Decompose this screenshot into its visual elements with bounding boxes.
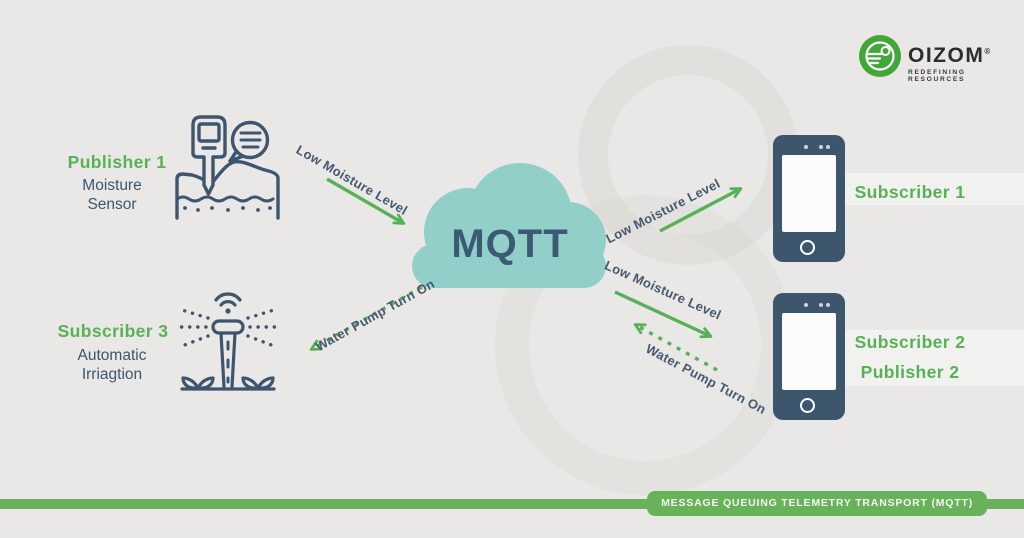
publisher1-title: Publisher 1 [67, 152, 167, 172]
subscriber3-subtitle-line2: Irriagtion [81, 366, 143, 383]
publisher2-title: Publisher 2 [860, 362, 960, 382]
oizom-logo: OIZOM® REDEFINING RESOURCES [858, 34, 1024, 83]
publisher1-subtitle-line1: Moisture [82, 177, 142, 194]
phone-home-button [800, 240, 815, 255]
phone-screen [782, 155, 836, 232]
phone-camera-dot [804, 145, 808, 149]
publisher1-subtitle: Moisture Sensor [42, 176, 182, 214]
phone-sensor-dot [826, 145, 830, 149]
phone-icon [773, 293, 845, 420]
footer-badge: MESSAGE QUEUING TELEMETRY TRANSPORT (MQT… [647, 491, 987, 516]
sprinkler-icon [174, 292, 282, 391]
registered-mark: ® [984, 47, 992, 56]
oizom-wind-icon [859, 35, 901, 77]
brand-name: OIZOM® [908, 44, 992, 67]
subscriber3-title: Subscriber 3 [57, 321, 169, 341]
subscriber2-title: Subscriber 2 [854, 332, 966, 352]
arrow-label-low-moisture: Low Moisture Level [293, 141, 411, 219]
phone-screen [782, 313, 836, 390]
phone-sensor-dot [826, 303, 830, 307]
subscriber3-subtitle-line1: Automatic [77, 347, 147, 364]
phone-camera-dot [804, 303, 808, 307]
subscriber3-subtitle: Automatic Irriagtion [42, 346, 182, 384]
background-band [838, 330, 1024, 386]
phone-sensor-dot [819, 303, 823, 307]
brand-tagline: REDEFINING RESOURCES [908, 69, 966, 83]
phone-icon [773, 135, 845, 262]
mqtt-cloud-label: MQTT [451, 222, 569, 266]
publisher1-subtitle-line2: Sensor [87, 196, 137, 213]
phone-sensor-dot [819, 145, 823, 149]
subscriber1-title: Subscriber 1 [854, 182, 966, 202]
mqtt-cloud [412, 163, 606, 288]
moisture-sensor-icon [175, 115, 280, 220]
arrow-label-water-pump: Water Pump Turn On [312, 275, 438, 355]
background-band [838, 173, 1024, 205]
phone-home-button [800, 398, 815, 413]
footer-green-bar [0, 499, 1024, 509]
